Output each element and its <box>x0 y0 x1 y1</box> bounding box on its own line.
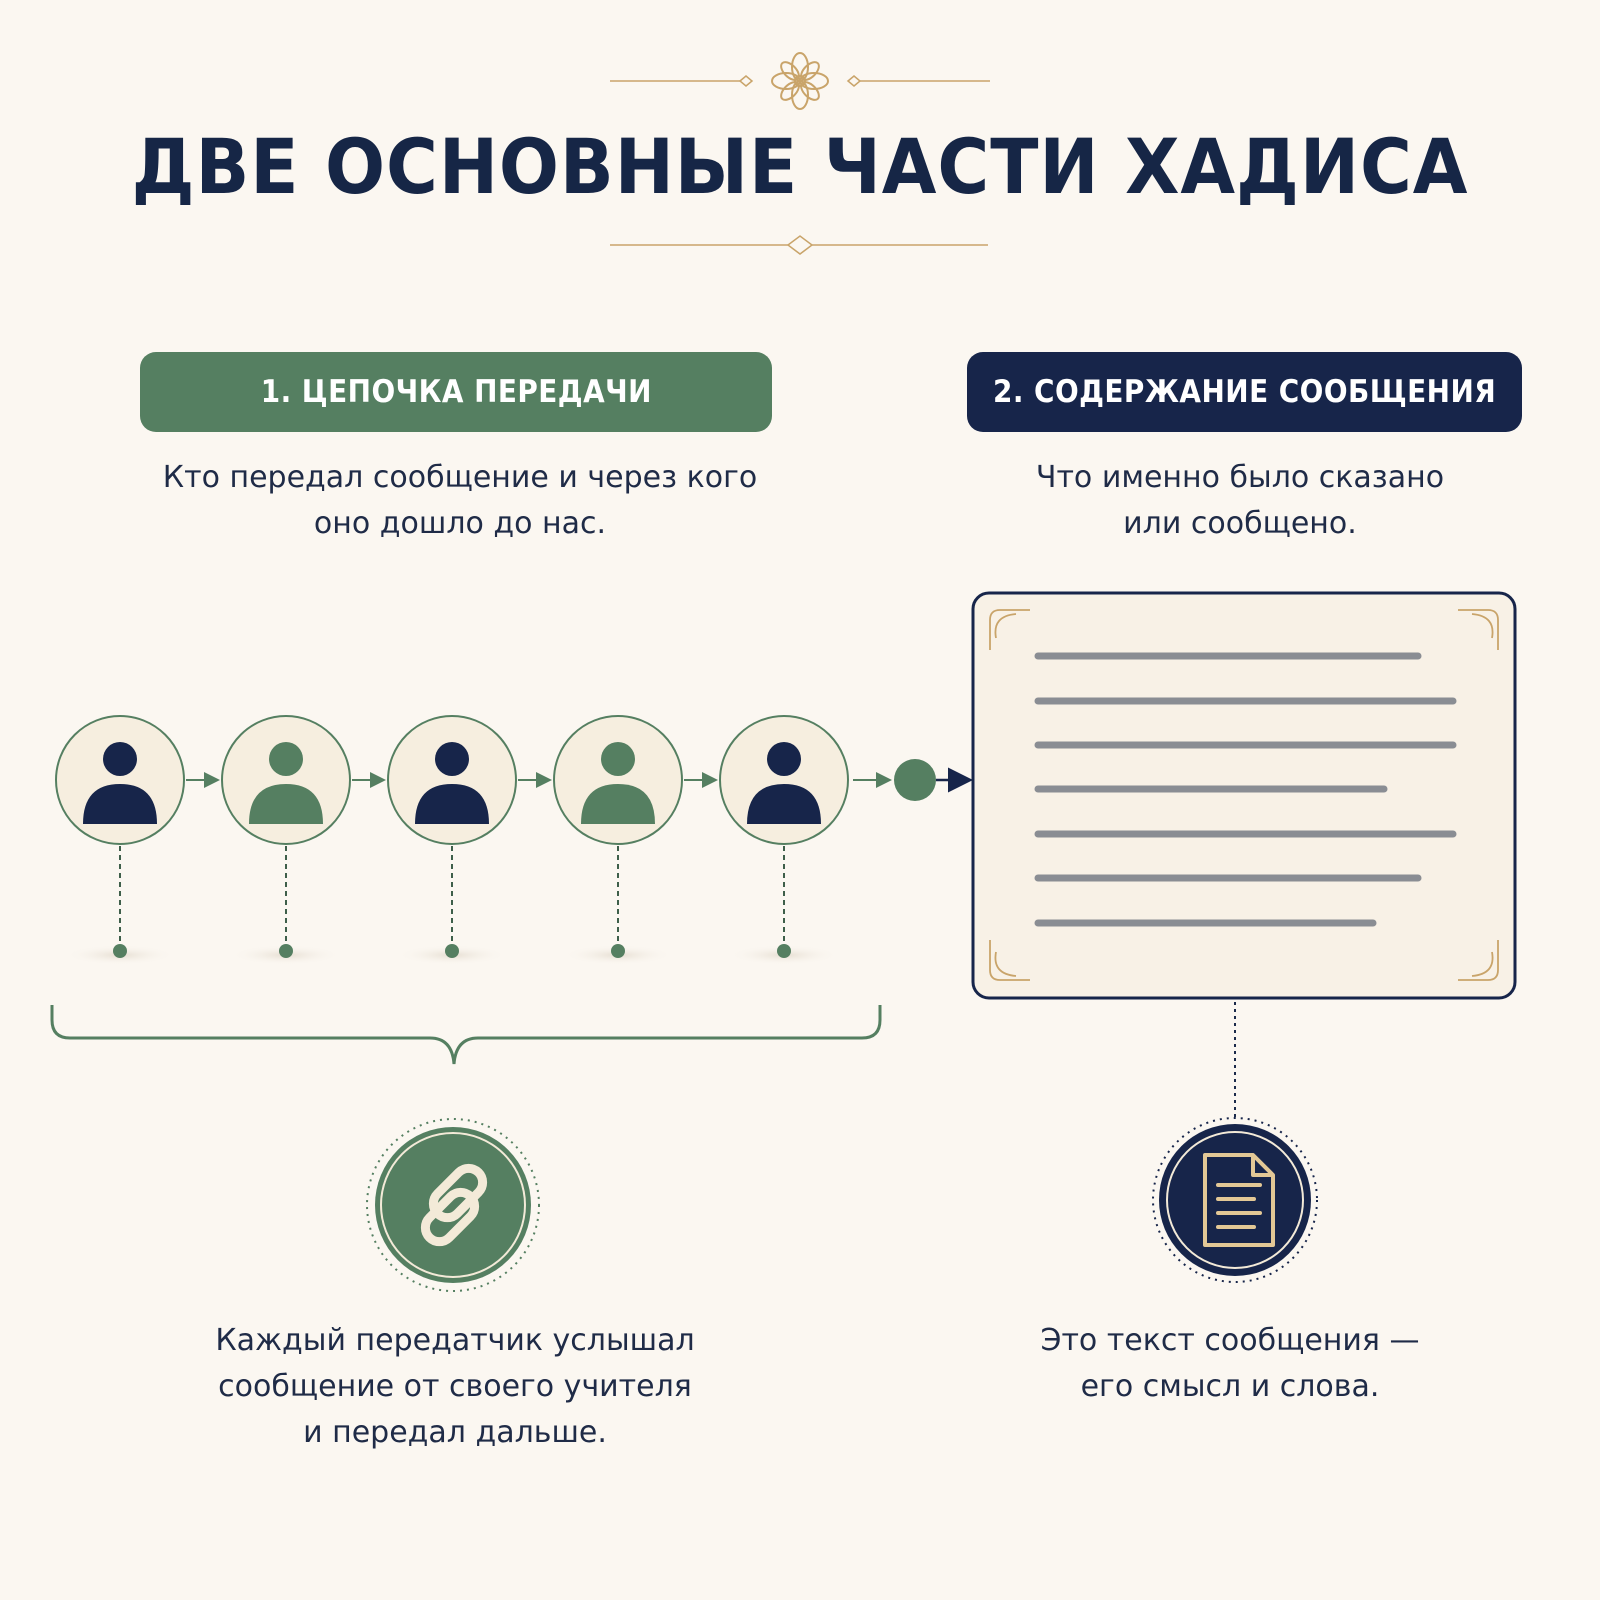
chain-link-icon <box>366 1118 540 1292</box>
chain-section-label: 1. ЦЕПОЧКА ПЕРЕДАЧИ <box>140 352 772 432</box>
content-description-line: или сообщено. <box>1123 506 1357 541</box>
content-caption: Это текст сообщения — его смысл и слова. <box>990 1318 1470 1410</box>
narrator-3 <box>387 715 517 965</box>
narrator-dot <box>445 944 459 958</box>
chain-end-dot <box>894 759 936 801</box>
narrator-dot <box>777 944 791 958</box>
chain-description: Кто передал сообщение и через кого оно д… <box>100 455 820 547</box>
chain-description-line: Кто передал сообщение и через кого <box>162 460 758 495</box>
person-icon <box>747 742 821 824</box>
person-icon <box>581 742 655 824</box>
chain-caption-line: сообщение от своего учителя <box>218 1369 692 1404</box>
chain-caption: Каждый передатчик услышал сообщение от с… <box>150 1318 760 1456</box>
chain-caption-line: и передал дальше. <box>303 1415 607 1450</box>
chain-brace <box>50 1005 882 1065</box>
title-divider <box>610 235 988 255</box>
content-box <box>971 591 1517 1000</box>
document-icon <box>1152 1117 1318 1283</box>
person-icon <box>415 742 489 824</box>
narrator-chain <box>50 715 973 1065</box>
narrator-dot <box>113 944 127 958</box>
chain-description-line: оно дошло до нас. <box>313 506 607 541</box>
content-description-line: Что именно было сказано <box>1035 460 1445 495</box>
person-icon <box>249 742 323 824</box>
narrator-dot <box>279 944 293 958</box>
page-title: ДВЕ ОСНОВНЫЕ ЧАСТИ ХАДИСА <box>131 122 1469 211</box>
chain-section-label-text: 1. ЦЕПОЧКА ПЕРЕДАЧИ <box>260 374 652 410</box>
top-ornament <box>610 52 990 110</box>
narrator-2 <box>221 715 351 965</box>
content-caption-line: его смысл и слова. <box>1080 1369 1380 1404</box>
narrator-4 <box>553 715 683 965</box>
content-description: Что именно было сказано или сообщено. <box>960 455 1520 547</box>
narrator-1 <box>55 715 185 965</box>
content-connector <box>1234 1002 1236 1118</box>
chain-caption-line: Каждый передатчик услышал <box>215 1323 695 1358</box>
narrator-5 <box>719 715 849 965</box>
person-icon <box>83 742 157 824</box>
content-section-label-text: 2. СОДЕРЖАНИЕ СООБЩЕНИЯ <box>992 374 1497 410</box>
narrator-dot <box>611 944 625 958</box>
content-section-label: 2. СОДЕРЖАНИЕ СООБЩЕНИЯ <box>967 352 1522 432</box>
content-caption-line: Это текст сообщения — <box>1040 1323 1420 1358</box>
message-text-lines <box>1034 652 1457 927</box>
